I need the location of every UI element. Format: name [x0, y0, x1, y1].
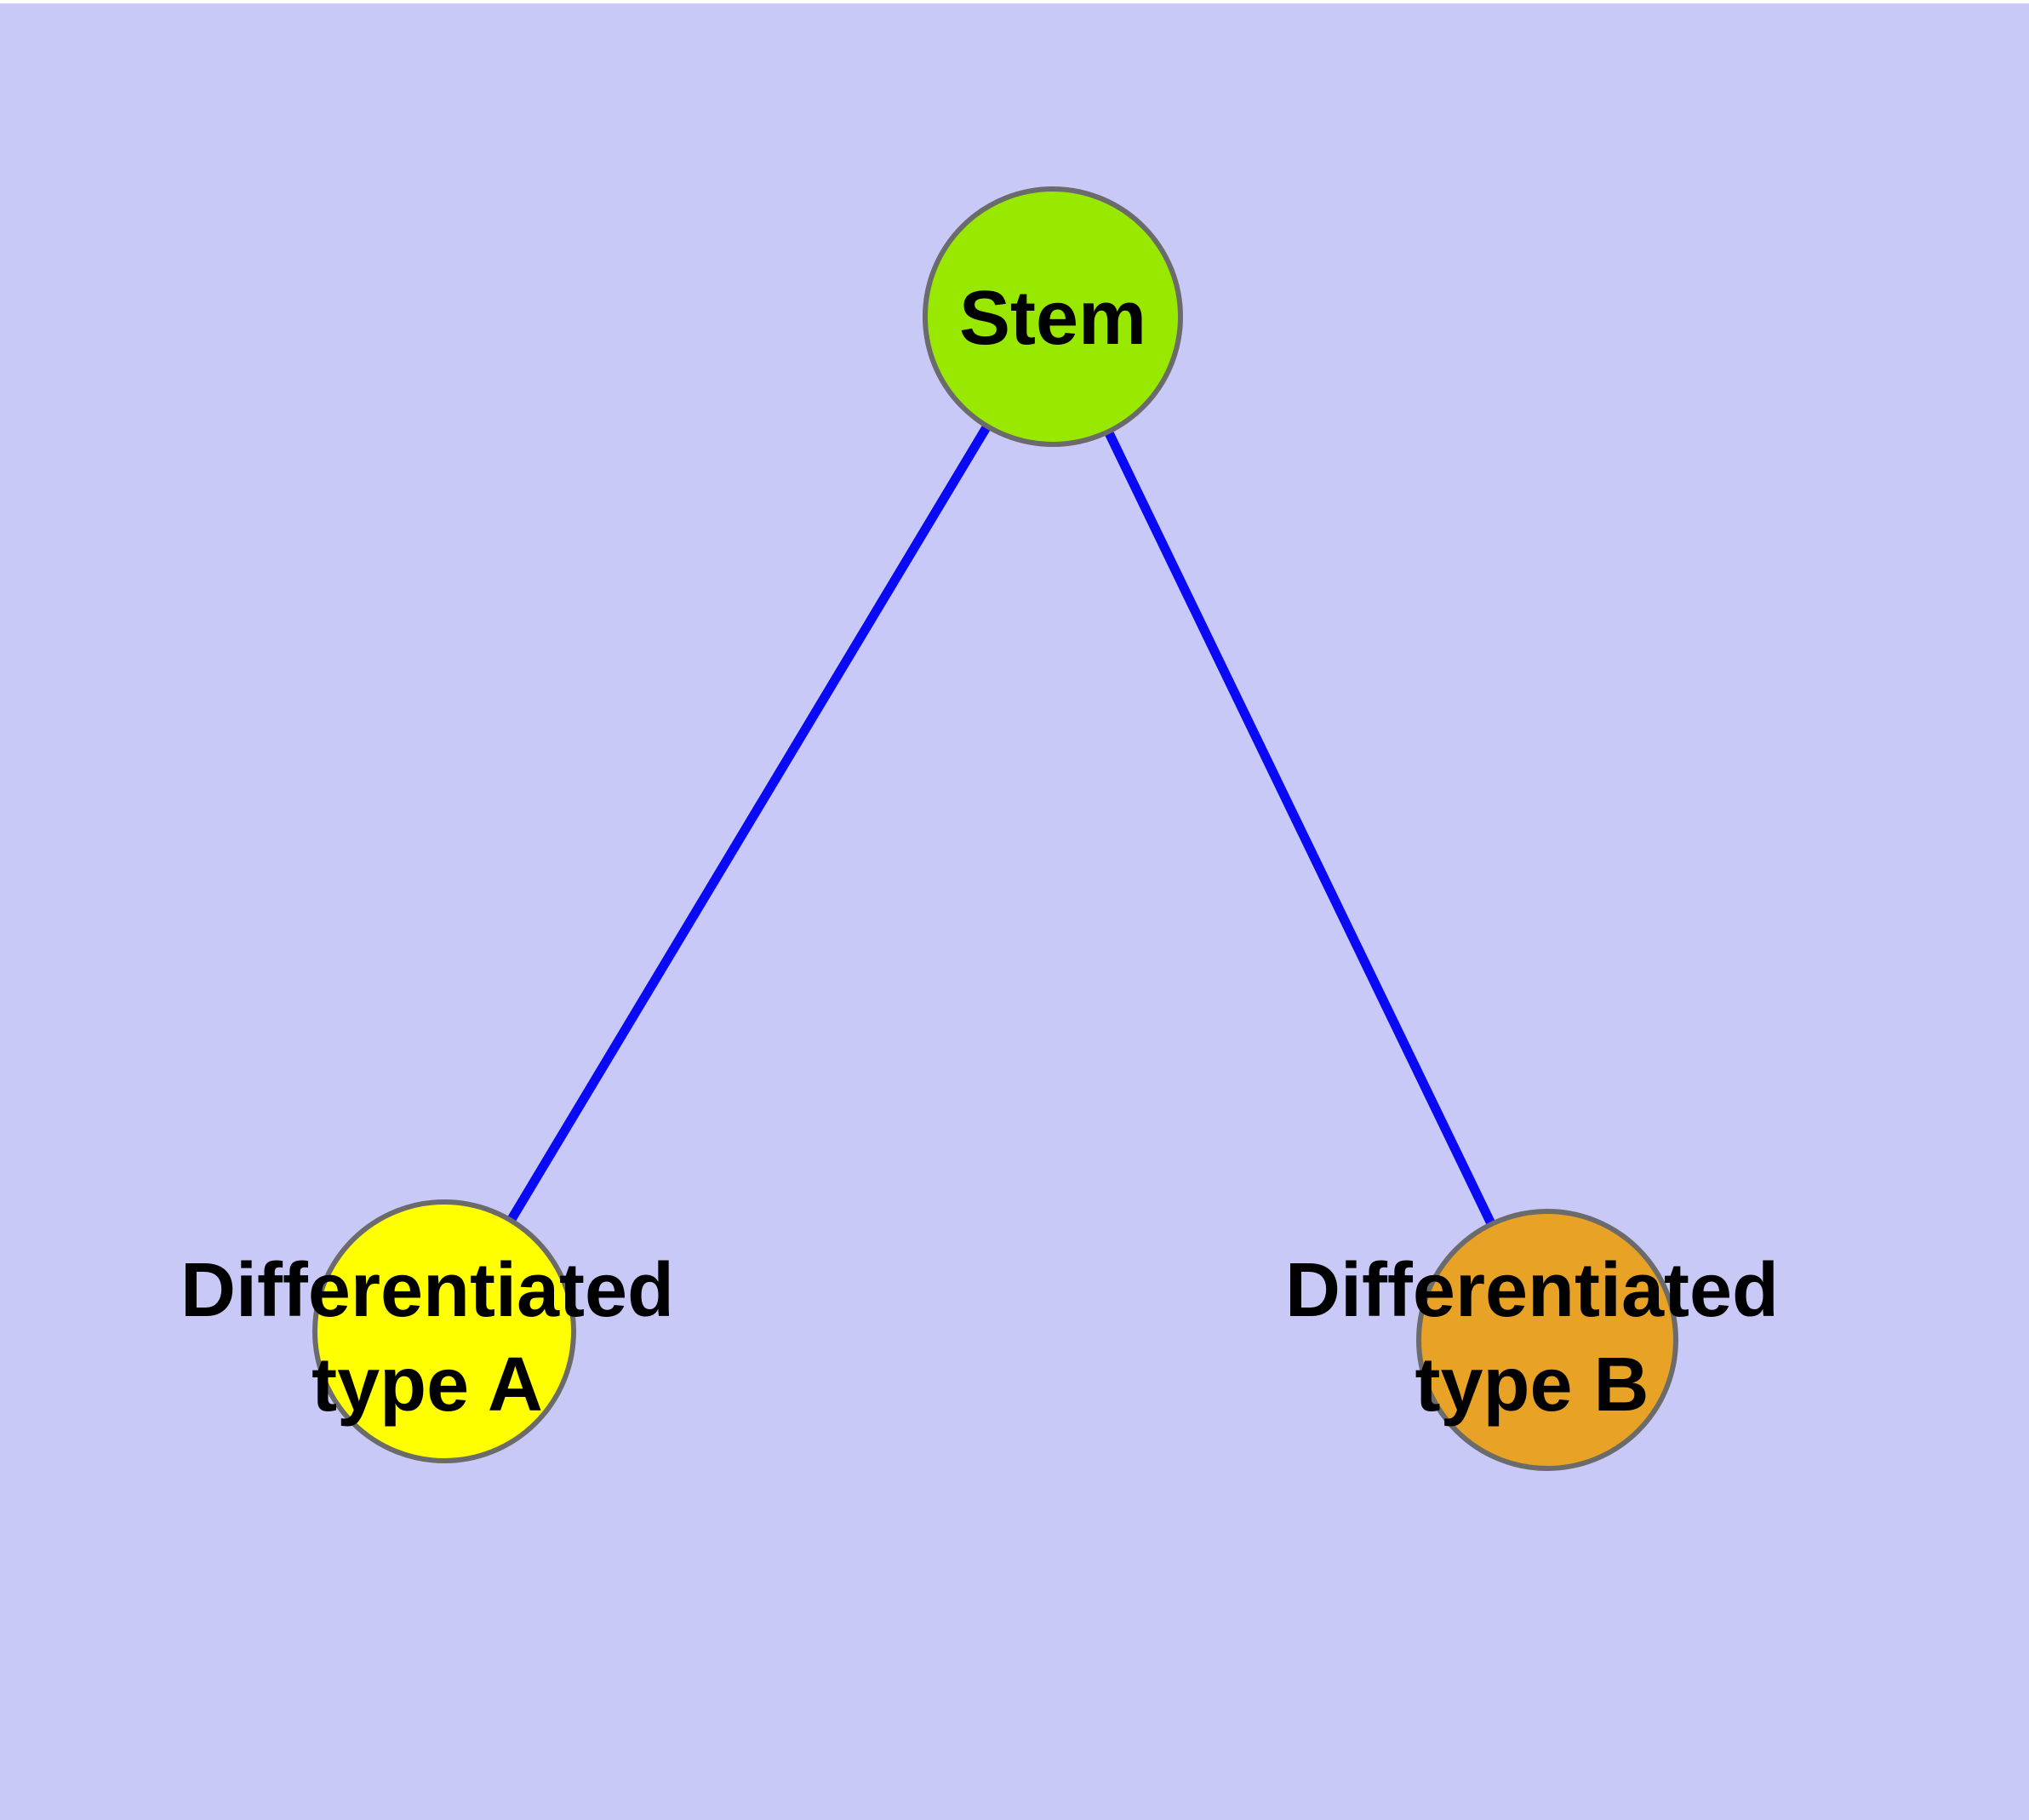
node-stem-label: Stem: [959, 276, 1146, 361]
node-stem-circle[interactable]: [923, 186, 1183, 447]
node-type-b-label-line2: type B: [1415, 1342, 1649, 1428]
node-type-a-label-line2: type A: [311, 1342, 543, 1428]
edge-stem-to-type-b[interactable]: [1049, 314, 1552, 1342]
node-stem[interactable]: Stem: [923, 186, 1183, 447]
node-type-b[interactable]: Differentiated type B: [1285, 1209, 1779, 1471]
node-type-a[interactable]: Differentiated type A: [180, 1199, 674, 1463]
node-type-b-label-line1: Differentiated: [1285, 1248, 1779, 1333]
edge-stem-to-type-a[interactable]: [440, 314, 1057, 1334]
node-type-b-circle[interactable]: [1416, 1209, 1678, 1471]
edges: [440, 314, 1552, 1342]
node-type-a-circle[interactable]: [312, 1199, 576, 1463]
node-type-a-label-line1: Differentiated: [180, 1248, 674, 1333]
top-strip: [0, 0, 2029, 3]
